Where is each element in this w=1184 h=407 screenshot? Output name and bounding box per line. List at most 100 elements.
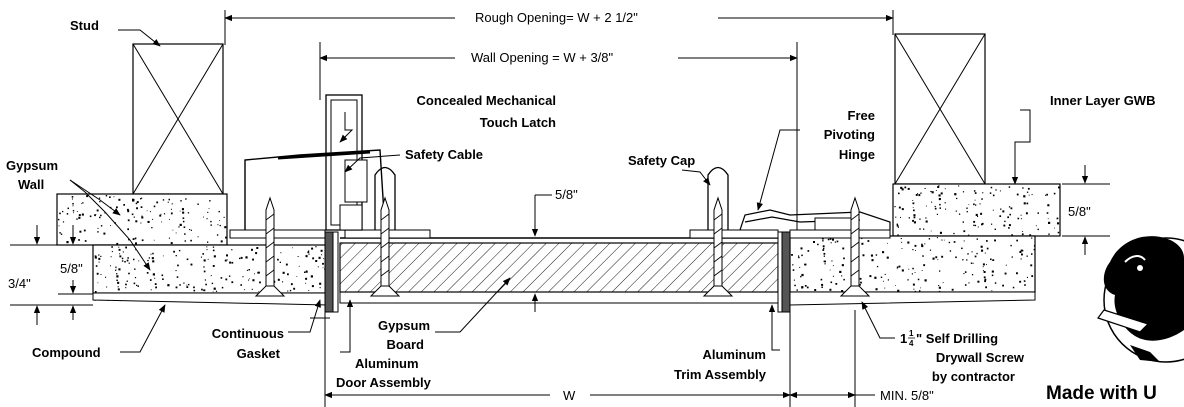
speckle <box>1004 220 1006 223</box>
speckle <box>876 265 879 268</box>
label-latch-line2: Touch Latch <box>480 115 556 130</box>
speckle <box>954 193 957 196</box>
speckle <box>896 266 899 268</box>
speckle <box>884 273 886 275</box>
speckle <box>150 253 152 255</box>
speckle <box>146 210 148 212</box>
speckle <box>944 188 946 190</box>
speckle <box>949 250 952 252</box>
speckle <box>796 289 798 291</box>
speckle <box>977 215 979 217</box>
speckle <box>901 269 904 272</box>
speckle <box>913 288 915 290</box>
speckle <box>842 247 845 250</box>
speckle <box>312 257 315 260</box>
svg-text:1: 1 <box>909 329 914 338</box>
speckle <box>1023 280 1026 282</box>
speckle <box>973 203 975 206</box>
speckle <box>1022 231 1023 232</box>
speckle <box>175 286 178 289</box>
speckle <box>82 202 84 204</box>
speckle <box>141 197 143 199</box>
speckle <box>308 290 310 291</box>
right-thickness-dimension <box>1062 165 1110 255</box>
speckle <box>289 289 292 292</box>
speckle <box>103 232 106 235</box>
speckle <box>141 215 143 217</box>
speckle <box>970 262 973 264</box>
speckle <box>127 208 129 211</box>
speckle <box>98 254 100 256</box>
speckle <box>254 273 255 275</box>
speckle <box>961 247 963 250</box>
speckle <box>896 224 899 227</box>
speckle <box>135 202 138 205</box>
speckle <box>896 268 898 270</box>
speckle <box>59 232 61 234</box>
speckle <box>937 259 939 261</box>
speckle <box>97 282 99 284</box>
speckle <box>190 229 192 231</box>
speckle <box>146 272 149 274</box>
speckle <box>169 219 170 220</box>
speckle <box>971 251 973 253</box>
speckle <box>1009 213 1011 216</box>
label-panel-thickness: 5/8" <box>555 187 578 202</box>
speckle <box>824 260 826 263</box>
speckle <box>914 272 916 273</box>
speckle <box>922 255 924 257</box>
label-aluminum-trim-line2: Trim Assembly <box>674 367 767 382</box>
speckle <box>318 256 321 259</box>
speckle <box>140 222 142 224</box>
speckle <box>821 283 824 286</box>
speckle <box>219 220 220 221</box>
speckle <box>206 246 208 248</box>
speckle <box>170 212 173 215</box>
label-inner-gwb: Inner Layer GWB <box>1050 93 1155 108</box>
speckle <box>248 279 249 281</box>
speckle <box>117 288 120 291</box>
speckle <box>900 186 903 189</box>
speckle <box>105 195 108 197</box>
speckle <box>212 246 215 248</box>
label-screw-line1: 1 1 4 " Self Drilling <box>900 329 998 348</box>
safety-cap-left <box>374 166 396 230</box>
speckle <box>887 279 889 281</box>
speckle <box>930 230 932 232</box>
speckle <box>1045 194 1047 196</box>
speckle <box>97 231 99 233</box>
speckle <box>1012 286 1015 289</box>
speckle <box>280 252 282 254</box>
speckle <box>225 278 228 281</box>
speckle <box>1023 202 1026 205</box>
speckle <box>220 277 223 279</box>
speckle <box>149 279 152 281</box>
speckle <box>793 279 795 281</box>
speckle <box>182 220 185 223</box>
speckle <box>156 201 159 204</box>
speckle <box>161 274 164 277</box>
speckle <box>128 262 130 264</box>
speckle <box>216 234 219 236</box>
speckle <box>938 285 940 287</box>
speckle <box>917 193 918 195</box>
speckle <box>322 262 324 265</box>
speckle <box>182 211 185 214</box>
speckle <box>94 256 97 259</box>
speckle <box>126 280 128 282</box>
speckle <box>860 281 862 284</box>
speckle <box>290 283 293 286</box>
speckle <box>186 284 188 286</box>
speckle <box>150 289 152 291</box>
speckle <box>839 270 842 273</box>
compound-layer <box>92 291 1036 306</box>
speckle <box>953 241 956 243</box>
speckle <box>923 264 926 267</box>
speckle <box>83 229 86 232</box>
speckle <box>162 278 164 280</box>
speckle <box>929 249 932 251</box>
speckle <box>971 274 974 276</box>
speckle <box>215 290 218 292</box>
speckle <box>1016 239 1018 242</box>
speckle <box>221 286 224 289</box>
